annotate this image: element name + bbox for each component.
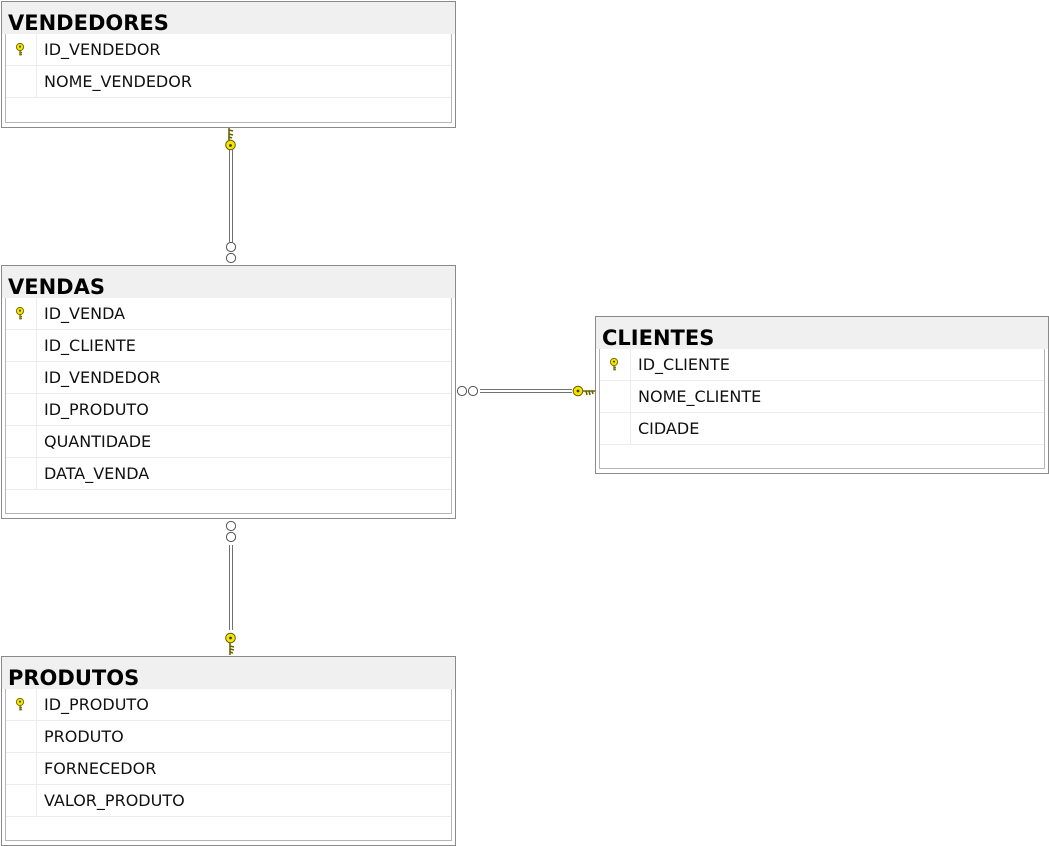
relationship-vendedores-vendas[interactable] bbox=[225, 128, 237, 264]
relationship-vendas-produtos[interactable] bbox=[225, 520, 237, 655]
key-cell bbox=[6, 66, 37, 97]
column-row[interactable]: ID_CLIENTE bbox=[6, 330, 451, 362]
column-name: ID_PRODUTO bbox=[44, 695, 149, 714]
column-name: FORNECEDOR bbox=[44, 759, 157, 778]
column-row[interactable]: FORNECEDOR bbox=[6, 753, 451, 785]
table-vendedores[interactable]: VENDEDORES ID_VENDEDOR NOME_VENDEDOR bbox=[1, 1, 456, 128]
column-row[interactable]: ID_PRODUTO bbox=[6, 689, 451, 721]
column-name: ID_CLIENTE bbox=[44, 336, 136, 355]
column-name: NOME_VENDEDOR bbox=[44, 72, 192, 91]
infinity-icon bbox=[225, 520, 237, 543]
primary-key-icon bbox=[15, 43, 25, 56]
key-icon bbox=[225, 632, 236, 655]
column-row[interactable]: DATA_VENDA bbox=[6, 458, 451, 490]
column-row[interactable]: PRODUTO bbox=[6, 721, 451, 753]
column-name: ID_CLIENTE bbox=[638, 355, 730, 374]
column-name: NOME_CLIENTE bbox=[638, 387, 762, 406]
column-row[interactable]: ID_VENDEDOR bbox=[6, 34, 451, 66]
table-clientes[interactable]: CLIENTES ID_CLIENTE NOME_CLIENTE CIDADE bbox=[595, 316, 1049, 474]
column-row[interactable]: QUANTIDADE bbox=[6, 426, 451, 458]
column-name: VALOR_PRODUTO bbox=[44, 791, 185, 810]
table-title: PRODUTOS bbox=[2, 657, 455, 689]
column-name: DATA_VENDA bbox=[44, 464, 150, 483]
key-cell bbox=[6, 753, 37, 784]
column-row[interactable]: NOME_CLIENTE bbox=[600, 381, 1044, 413]
key-cell bbox=[6, 394, 37, 425]
key-cell bbox=[6, 785, 37, 816]
key-icon bbox=[572, 385, 595, 397]
column-name: PRODUTO bbox=[44, 727, 124, 746]
column-list: ID_PRODUTO PRODUTO FORNECEDOR VALOR_PROD… bbox=[5, 689, 452, 841]
table-title: CLIENTES bbox=[596, 317, 1048, 349]
column-row[interactable]: ID_VENDA bbox=[6, 298, 451, 330]
key-cell bbox=[6, 362, 37, 393]
column-row[interactable]: NOME_VENDEDOR bbox=[6, 66, 451, 98]
infinity-icon bbox=[225, 241, 237, 264]
column-name: ID_VENDEDOR bbox=[44, 368, 161, 387]
table-title: VENDEDORES bbox=[2, 2, 455, 34]
primary-key-cell bbox=[6, 689, 37, 720]
key-cell bbox=[600, 413, 631, 444]
column-list: ID_CLIENTE NOME_CLIENTE CIDADE bbox=[599, 349, 1045, 469]
primary-key-icon bbox=[15, 307, 25, 320]
table-produtos[interactable]: PRODUTOS ID_PRODUTO PRODUTO FORNECEDOR V… bbox=[1, 656, 456, 846]
primary-key-cell bbox=[6, 298, 37, 329]
primary-key-icon bbox=[609, 358, 619, 371]
column-row[interactable]: ID_CLIENTE bbox=[600, 349, 1044, 381]
primary-key-cell bbox=[600, 349, 631, 380]
infinity-icon bbox=[456, 385, 479, 397]
column-row[interactable]: VALOR_PRODUTO bbox=[6, 785, 451, 817]
column-row[interactable]: ID_PRODUTO bbox=[6, 394, 451, 426]
table-vendas[interactable]: VENDAS ID_VENDA ID_CLIENTE ID_VENDEDOR I… bbox=[1, 265, 456, 519]
column-row[interactable]: ID_VENDEDOR bbox=[6, 362, 451, 394]
column-name: CIDADE bbox=[638, 419, 700, 438]
key-icon bbox=[225, 128, 236, 151]
key-cell bbox=[6, 721, 37, 752]
column-name: ID_PRODUTO bbox=[44, 400, 149, 419]
key-cell bbox=[6, 426, 37, 457]
table-title: VENDAS bbox=[2, 266, 455, 298]
column-name: QUANTIDADE bbox=[44, 432, 152, 451]
relationship-vendas-clientes[interactable] bbox=[456, 385, 595, 397]
column-name: ID_VENDEDOR bbox=[44, 40, 161, 59]
primary-key-cell bbox=[6, 34, 37, 65]
column-row[interactable]: CIDADE bbox=[600, 413, 1044, 445]
key-cell bbox=[6, 458, 37, 489]
primary-key-icon bbox=[15, 698, 25, 711]
column-name: ID_VENDA bbox=[44, 304, 126, 323]
column-list: ID_VENDEDOR NOME_VENDEDOR bbox=[5, 34, 452, 123]
column-list: ID_VENDA ID_CLIENTE ID_VENDEDOR ID_PRODU… bbox=[5, 298, 452, 514]
key-cell bbox=[6, 330, 37, 361]
key-cell bbox=[600, 381, 631, 412]
